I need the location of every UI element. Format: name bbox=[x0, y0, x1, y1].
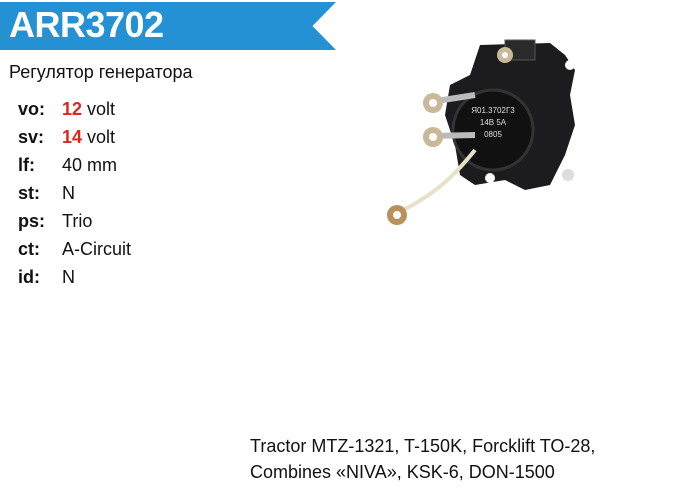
spec-key: ps: bbox=[18, 211, 45, 231]
photo-label: 0805 bbox=[484, 130, 502, 139]
spec-key: st: bbox=[18, 183, 40, 203]
product-photo: Я01.3702Г3 14В 5А 0805 bbox=[387, 39, 575, 225]
spec-key: ct: bbox=[18, 239, 40, 259]
spec-value: Trio bbox=[62, 211, 93, 231]
spec-value: N bbox=[62, 183, 75, 203]
title-banner: ARR3702 bbox=[0, 2, 336, 50]
application-line: Tractor MTZ-1321, T-150K, Forcklift TO-2… bbox=[250, 436, 596, 456]
spec-value: 14 bbox=[62, 127, 83, 147]
spec-value: 12 bbox=[62, 99, 83, 119]
application-line: Combines «NIVA», KSK-6, DON-1500 bbox=[250, 462, 555, 482]
spec-key: vo: bbox=[18, 99, 45, 119]
spec-key: id: bbox=[18, 267, 40, 287]
spec-value: N bbox=[62, 267, 75, 287]
spec-key: lf: bbox=[18, 155, 35, 175]
product-code: ARR3702 bbox=[9, 4, 164, 45]
product-subtitle: Регулятор генератора bbox=[9, 62, 193, 82]
spec-value: 40 mm bbox=[62, 155, 118, 175]
photo-label: Я01.3702Г3 bbox=[471, 106, 515, 115]
photo-label: 14В 5А bbox=[480, 118, 507, 127]
spec-unit: volt bbox=[87, 99, 116, 119]
spec-value: A-Circuit bbox=[62, 239, 132, 259]
spec-unit: volt bbox=[87, 127, 116, 147]
applications: Tractor MTZ-1321, T-150K, Forcklift TO-2… bbox=[250, 433, 595, 485]
spec-key: sv: bbox=[18, 127, 45, 147]
